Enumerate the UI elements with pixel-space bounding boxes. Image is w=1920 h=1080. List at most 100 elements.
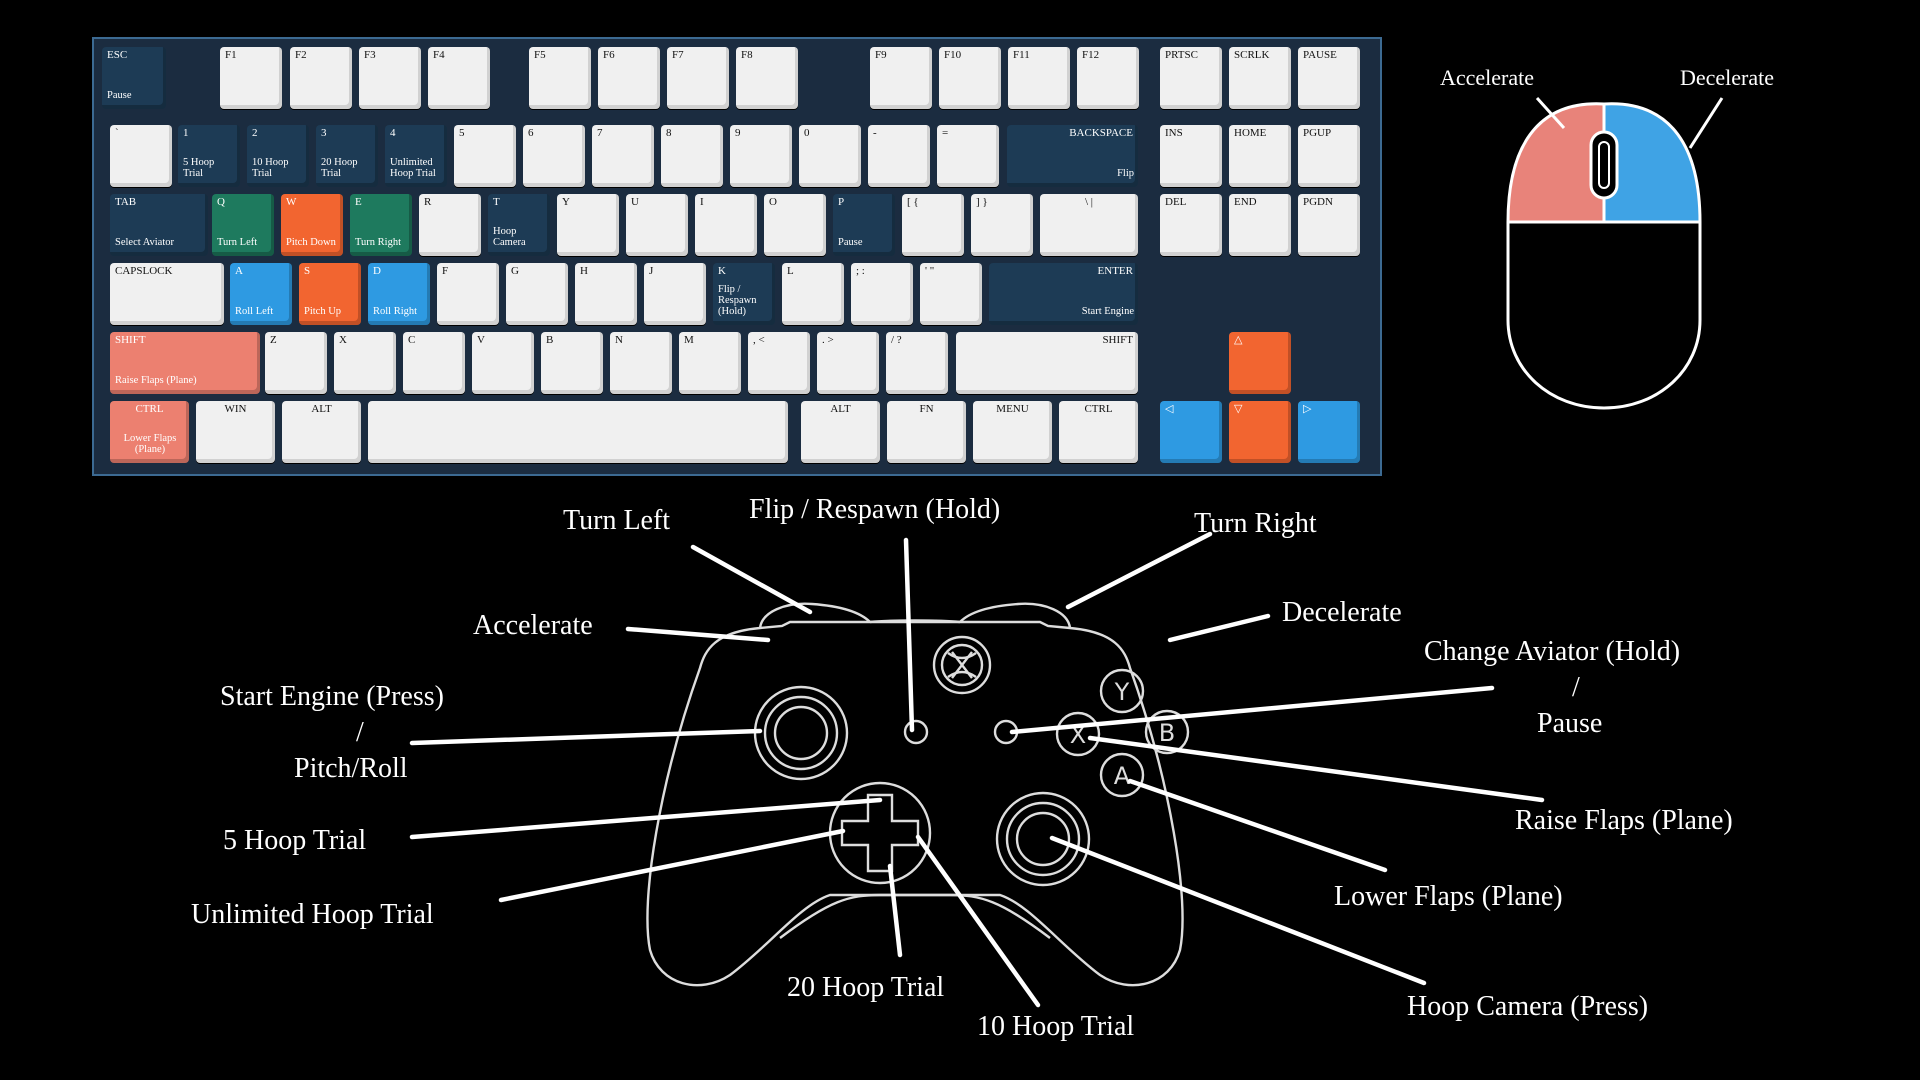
key-0[interactable]: 0 [799, 125, 861, 187]
key-semicolon[interactable]: ; : [851, 263, 913, 325]
key-pause[interactable]: PAUSE [1298, 47, 1360, 109]
key-space[interactable] [368, 401, 788, 463]
key-action: Hoop Camera [493, 226, 526, 248]
key-z[interactable]: Z [265, 332, 327, 394]
key-f1[interactable]: F1 [220, 47, 282, 109]
key-fn[interactable]: FN [887, 401, 966, 463]
key-f9[interactable]: F9 [870, 47, 932, 109]
key-prtsc[interactable]: PRTSC [1160, 47, 1222, 109]
key-win[interactable]: WIN [196, 401, 275, 463]
key-del[interactable]: DEL [1160, 194, 1222, 256]
key-period[interactable]: . > [817, 332, 879, 394]
key-home[interactable]: HOME [1229, 125, 1291, 187]
key-r[interactable]: R [419, 194, 481, 256]
key-h[interactable]: H [575, 263, 637, 325]
key-x[interactable]: X [334, 332, 396, 394]
key-legend: 1 [183, 127, 189, 139]
key-action: 20 Hoop Trial [321, 157, 358, 179]
key-slash[interactable]: / ? [886, 332, 948, 394]
key-6[interactable]: 6 [523, 125, 585, 187]
key-minus[interactable]: - [868, 125, 930, 187]
key-f10[interactable]: F10 [939, 47, 1001, 109]
key-legend: B [546, 334, 554, 346]
key-backslash[interactable]: \ | [1040, 194, 1138, 256]
key-g[interactable]: G [506, 263, 568, 325]
key-f2[interactable]: F2 [290, 47, 352, 109]
key-pgdn[interactable]: PGDN [1298, 194, 1360, 256]
key-rbracket[interactable]: ] } [971, 194, 1033, 256]
key-up[interactable]: △ [1229, 332, 1291, 394]
key-comma[interactable]: , < [748, 332, 810, 394]
key-action: 10 Hoop Trial [252, 157, 289, 179]
key-7[interactable]: 7 [592, 125, 654, 187]
key-legend: F9 [875, 49, 887, 61]
key-lalt[interactable]: ALT [282, 401, 361, 463]
key-v[interactable]: V [472, 332, 534, 394]
key-menu[interactable]: MENU [973, 401, 1052, 463]
key-f3[interactable]: F3 [359, 47, 421, 109]
key-f4[interactable]: F4 [428, 47, 490, 109]
key-quote[interactable]: ' " [920, 263, 982, 325]
key-f[interactable]: F [437, 263, 499, 325]
key-5[interactable]: 5 [454, 125, 516, 187]
key-legend: 8 [666, 127, 672, 139]
key-u[interactable]: U [626, 194, 688, 256]
key-o[interactable]: O [764, 194, 826, 256]
key-f8[interactable]: F8 [736, 47, 798, 109]
key-m[interactable]: M [679, 332, 741, 394]
key-b[interactable]: B [541, 332, 603, 394]
key-f12[interactable]: F12 [1077, 47, 1139, 109]
key-capslock[interactable]: CAPSLOCK [110, 263, 224, 325]
key-f7[interactable]: F7 [667, 47, 729, 109]
key-f6[interactable]: F6 [598, 47, 660, 109]
key-f5[interactable]: F5 [529, 47, 591, 109]
key-legend: CTRL [1084, 403, 1113, 415]
key-equals[interactable]: = [937, 125, 999, 187]
key-8[interactable]: 8 [661, 125, 723, 187]
key-backtick[interactable]: ` [110, 125, 172, 187]
key-l[interactable]: L [782, 263, 844, 325]
key-f11[interactable]: F11 [1008, 47, 1070, 109]
key-end[interactable]: END [1229, 194, 1291, 256]
key-lbracket[interactable]: [ { [902, 194, 964, 256]
key-right[interactable]: ▷ [1298, 401, 1360, 463]
key-legend: , < [753, 334, 765, 346]
label-turn-right: Turn Right [1194, 508, 1317, 539]
label-start-engine: Start Engine (Press) [220, 681, 444, 712]
label-raise-flaps: Raise Flaps (Plane) [1515, 805, 1733, 836]
key-i[interactable]: I [695, 194, 757, 256]
key-rshift[interactable]: SHIFT [956, 332, 1138, 394]
key-y[interactable]: Y [557, 194, 619, 256]
key-n[interactable]: N [610, 332, 672, 394]
key-j[interactable]: J [644, 263, 706, 325]
key-rctrl[interactable]: CTRL [1059, 401, 1138, 463]
key-left[interactable]: ◁ [1160, 401, 1222, 463]
key-ralt[interactable]: ALT [801, 401, 880, 463]
label-flip-respawn: Flip / Respawn (Hold) [749, 494, 1001, 525]
key-c[interactable]: C [403, 332, 465, 394]
key-ins[interactable]: INS [1160, 125, 1222, 187]
key-9[interactable]: 9 [730, 125, 792, 187]
key-scrlk[interactable]: SCRLK [1229, 47, 1291, 109]
key-pgup[interactable]: PGUP [1298, 125, 1360, 187]
key-down[interactable]: ▽ [1229, 401, 1291, 463]
